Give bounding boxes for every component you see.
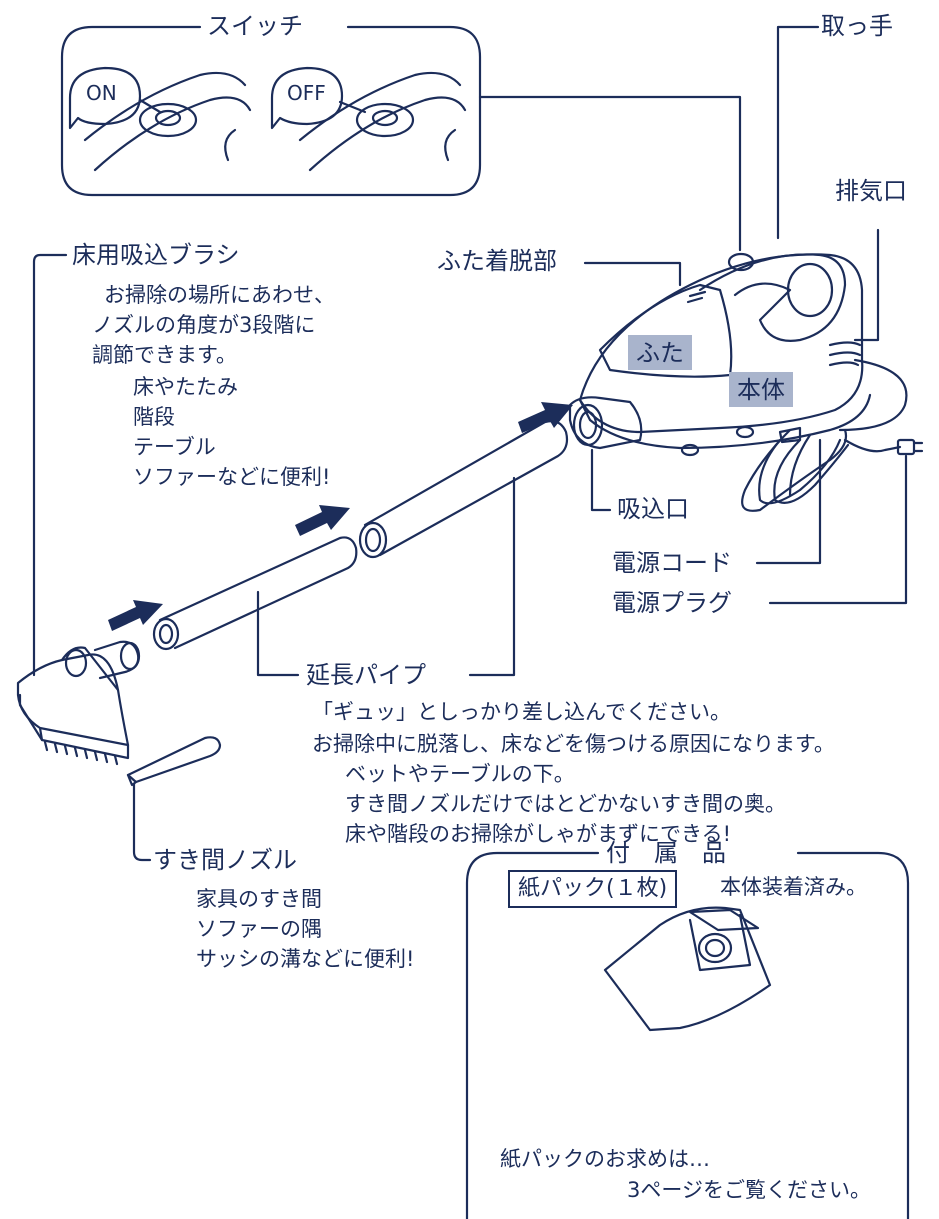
cord-label: 電源コード	[612, 549, 732, 577]
pipe-use-3: 床や階段のお掃除がしゃがまずにできる!	[345, 822, 731, 846]
upper-pipe-illustration	[358, 420, 569, 559]
vacuum-body-illustration	[568, 252, 872, 457]
switch-off-illustration	[270, 66, 467, 172]
accessories-footer-2: 3ページをご覧ください。	[627, 1178, 871, 1202]
switch-off-label: OFF	[287, 81, 326, 105]
lid-tag: ふた	[628, 335, 692, 370]
floor-brush-desc-2: ノズルの角度が3段階に	[92, 313, 316, 337]
exhaust-leader	[853, 228, 880, 342]
floor-brush-use-3: テーブル	[133, 435, 216, 459]
floor-brush-title: 床用吸込ブラシ	[72, 241, 240, 269]
intake-leader	[590, 448, 612, 512]
handle-label: 取っ手	[821, 12, 893, 40]
switch-inset-frame	[60, 25, 482, 197]
paper-pack-label: 紙パック(１枚)	[508, 870, 678, 908]
accessories-title: 付 属 品	[606, 839, 726, 867]
pipe-title: 延長パイプ	[306, 661, 426, 689]
crevice-nozzle-illustration	[126, 736, 222, 787]
arrow-1	[108, 600, 163, 631]
plug-label: 電源プラグ	[612, 589, 732, 617]
crevice-use-3: サッシの溝などに便利!	[196, 947, 415, 971]
floor-brush-use-4: ソファーなどに便利!	[133, 465, 331, 489]
handle-leader	[776, 25, 820, 240]
cord-illustration	[741, 358, 924, 512]
pipe-leader	[256, 476, 516, 677]
floor-brush-illustration	[16, 640, 141, 766]
pipe-use-1: ベットやテーブルの下。	[345, 762, 575, 786]
floor-brush-use-1: 床やたたみ	[133, 375, 238, 399]
switch-title: スイッチ	[207, 12, 303, 40]
switch-on-label: ON	[86, 81, 117, 105]
body-tag: 本体	[729, 372, 793, 407]
lid-release-leader	[583, 261, 682, 287]
paper-pack-illustration	[603, 906, 772, 1032]
floor-brush-desc-3: 調節できます。	[92, 343, 237, 367]
floor-brush-use-2: 階段	[133, 405, 175, 429]
pipe-note-2: お掃除中に脱落し、床などを傷つける原因になります。	[312, 732, 835, 756]
intake-label: 吸込口	[617, 495, 689, 523]
switch-leader	[478, 95, 742, 252]
switch-on-illustration	[68, 66, 252, 172]
crevice-use-2: ソファーの隅	[196, 917, 322, 941]
floor-brush-desc-1: お掃除の場所にあわせ、	[104, 283, 335, 307]
crevice-use-1: 家具のすき間	[196, 887, 322, 911]
lid-release-label: ふた着脱部	[437, 247, 557, 275]
insert-arrows	[108, 402, 573, 631]
lower-pipe-illustration	[152, 536, 358, 651]
pipe-use-2: すき間ノズルだけではとどかないすき間の奥。	[345, 792, 786, 816]
crevice-leader	[132, 782, 152, 862]
crevice-title: すき間ノズル	[153, 846, 297, 874]
plug-leader	[768, 454, 908, 605]
exhaust-label: 排気口	[835, 177, 907, 205]
arrow-3	[518, 402, 573, 433]
accessories-frame	[465, 851, 910, 1219]
cord-leader	[755, 438, 822, 565]
paper-pack-note: 本体装着済み。	[720, 875, 867, 899]
arrow-2	[295, 505, 350, 536]
pipe-note-1: 「ギュッ」としっかり差し込んでください。	[312, 700, 731, 724]
floor-brush-leader	[32, 253, 68, 677]
accessories-footer-1: 紙パックのお求めは…	[500, 1147, 710, 1171]
